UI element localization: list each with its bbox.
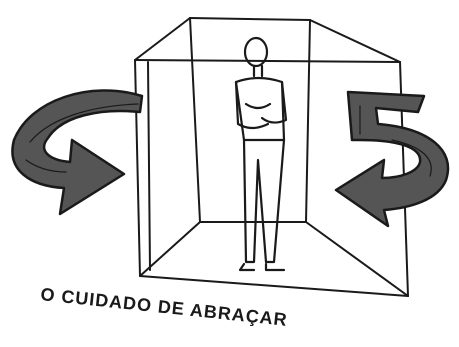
caption: O CUIDADO DE ABRAÇAR (40, 284, 289, 330)
rotate-arrow-left-icon (12, 90, 142, 214)
rotate-arrow-right-icon (336, 92, 448, 226)
room-cube-icon (135, 18, 408, 296)
person-figure-icon (236, 38, 286, 270)
